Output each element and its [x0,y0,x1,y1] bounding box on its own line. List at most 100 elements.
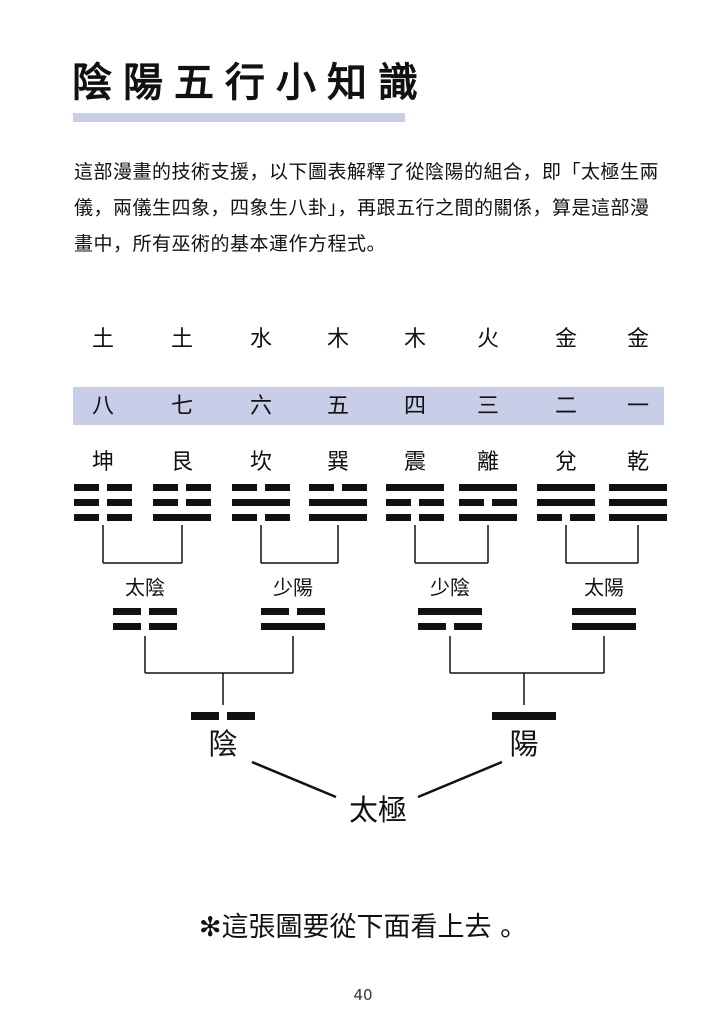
title-underline [73,113,405,122]
intro-paragraph: 這部漫畫的技術支援，以下圖表解釋了從陰陽的組合，即「太極生兩儀，兩儀生四象，四象… [74,161,660,255]
trigram-number: 六 [250,394,272,419]
yin-line [419,514,444,521]
trigram-symbol [386,484,444,521]
trigram-name: 坤 [92,450,114,475]
yin-line [107,499,132,506]
yin-line [265,514,290,521]
root-connector [417,760,503,799]
yang-line [309,514,367,521]
yang-line [153,514,211,521]
yang-line [609,514,667,521]
element-label: 金 [627,327,649,352]
trigram-symbol [74,484,132,521]
yin-line [297,608,325,615]
yin-line [186,499,211,506]
element-label: 土 [171,327,193,352]
yang-line [309,499,367,506]
trigram-number: 二 [555,394,577,419]
yin-line [153,484,178,491]
trigram-symbol [459,484,517,521]
yin-line [74,499,99,506]
root-label: 太極 [349,793,407,827]
yin-line [309,484,334,491]
yin-line [386,514,411,521]
four-image-label: 太陰 [125,576,165,600]
trigram-symbol [232,484,290,521]
element-label: 金 [555,327,577,352]
four-image-label: 太陽 [584,576,624,600]
yin-line [418,623,446,630]
yang-line [572,608,636,615]
trigram-number: 三 [477,394,499,419]
yang-line [232,499,290,506]
yang-line [386,484,444,491]
trigram-name: 兌 [555,450,577,475]
element-label: 火 [477,327,499,352]
yin-line [232,484,257,491]
four-image-label: 少陽 [273,576,313,600]
trigram-number: 一 [627,394,649,419]
four-image-symbol [418,608,482,630]
element-label: 水 [250,327,272,352]
yin-line [227,712,255,720]
yin-line [74,484,99,491]
yang-line [418,608,482,615]
four-image-label: 少陰 [430,576,470,600]
yang-line [492,712,556,720]
trigram-symbol [609,484,667,521]
number-band [73,387,664,425]
trigram-name: 震 [404,450,426,475]
yin-line [459,499,484,506]
trigram-number: 五 [327,394,349,419]
four-image-symbol [572,608,636,630]
reading-note: ✻這張圖要從下面看上去 。 [198,912,528,943]
trigram-number: 八 [92,394,114,419]
yin-line [419,499,444,506]
yin-line [186,484,211,491]
yang-line [609,499,667,506]
yin-line [191,712,219,720]
yin-line [74,514,99,521]
trigram-name: 艮 [171,450,193,475]
yin-line [153,499,178,506]
yang-line [572,623,636,630]
four-image-symbol [261,608,325,630]
yang-line [537,484,595,491]
yin-line [113,608,141,615]
trigram-symbol [537,484,595,521]
yin-line [107,514,132,521]
trigram-number: 四 [404,394,426,419]
two-form-symbol [492,712,556,720]
page-number: 40 [353,986,373,1004]
element-label: 木 [327,327,349,352]
two-form-label: 陰 [208,727,237,761]
trigram-name: 離 [477,450,499,475]
yang-line [261,623,325,630]
yang-line [459,514,517,521]
yin-line [454,623,482,630]
yin-line [492,499,517,506]
yang-line [537,499,595,506]
yin-line [570,514,595,521]
four-image-symbol [113,608,177,630]
trigram-symbol [309,484,367,521]
yin-line [113,623,141,630]
yin-line [107,484,132,491]
two-form-symbol [191,712,255,720]
trigram-name: 巽 [327,450,349,475]
yin-line [149,608,177,615]
yin-line [232,514,257,521]
two-form-label: 陽 [509,727,538,761]
yin-line [149,623,177,630]
root-connector [251,760,337,799]
yin-line [265,484,290,491]
trigram-symbol [153,484,211,521]
yang-line [459,484,517,491]
yin-line [537,514,562,521]
trigram-name: 乾 [627,450,649,475]
element-label: 木 [404,327,426,352]
element-label: 土 [92,327,114,352]
trigram-number: 七 [171,394,193,419]
yin-line [261,608,289,615]
